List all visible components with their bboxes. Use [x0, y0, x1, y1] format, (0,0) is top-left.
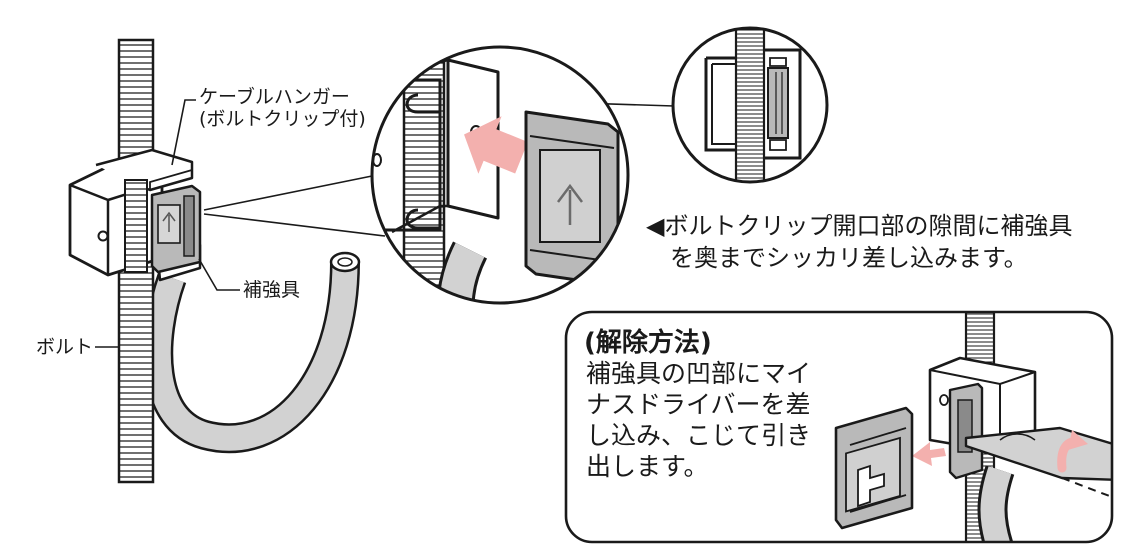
release-text: (解除方法) 補強具の凹部にマイ ナスドライバーを差 し込み、こじて引き 出しま…	[584, 328, 811, 482]
cable-hanger-label: ケーブルハンガー (ボルトクリップ付)	[199, 86, 366, 130]
reinforcement-piece	[150, 184, 202, 274]
release-line-3: し込み、こじて引き	[586, 421, 812, 450]
insert-arrow	[464, 116, 528, 174]
instruction-line1: ボルトクリップ開口部の隙間に補強具	[664, 212, 1073, 240]
release-line-1: 補強具の凹部にマイ	[586, 359, 812, 388]
removed-reinforcement	[834, 406, 914, 530]
cable-hanger-label-line2: (ボルトクリップ付)	[199, 108, 366, 130]
pull-arrow	[912, 442, 946, 466]
main-assembly	[68, 38, 361, 484]
detail-circle-large	[370, 45, 630, 305]
release-panel	[564, 310, 1114, 544]
cable-hanger-label-line1: ケーブルハンガー	[199, 86, 350, 108]
release-line-2: ナスドライバーを差	[586, 390, 811, 419]
instruction-text: ◀ボルトクリップ開口部の隙間に補強具 を奥までシッカリ差し込みます。	[646, 210, 1072, 274]
reinforcement-label: 補強具	[243, 279, 301, 301]
triangle-marker-icon: ◀	[646, 212, 665, 240]
release-heading: (解除方法)	[584, 328, 712, 358]
bolt-label: ボルト	[36, 336, 94, 358]
release-line-4: 出します。	[586, 452, 709, 481]
detail-circle-small	[671, 26, 829, 184]
instruction-line2: を奥までシッカリ差し込みます。	[670, 244, 1028, 272]
